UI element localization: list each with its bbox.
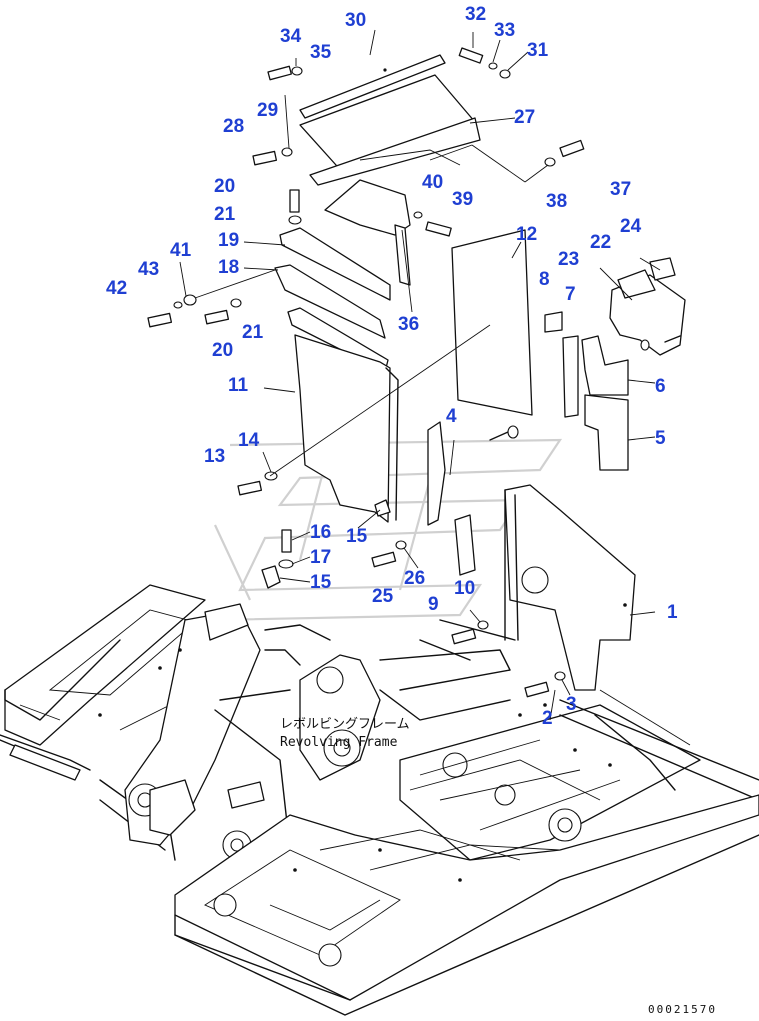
callout-36: 36: [398, 314, 419, 335]
callouts: 30 34 35 32 33 31 27 28 29 37 38 20 21 4…: [106, 4, 678, 729]
callout-32: 32: [465, 4, 486, 25]
callout-34: 34: [280, 26, 302, 47]
callout-13: 13: [204, 446, 225, 467]
callout-41: 41: [170, 240, 192, 261]
part-7-strip: [562, 335, 579, 418]
callout-35: 35: [310, 42, 332, 63]
callout-33: 33: [494, 20, 515, 41]
callout-6: 6: [655, 376, 666, 397]
callout-7: 7: [565, 284, 576, 305]
callout-9: 9: [428, 594, 439, 615]
frame-label-en: Revolving Frame: [280, 735, 398, 750]
callout-15-upper: 15: [346, 526, 368, 547]
callout-39: 39: [452, 189, 473, 210]
part-27-plate: [309, 117, 481, 186]
callout-3: 3: [566, 694, 577, 715]
callout-27: 27: [514, 107, 535, 128]
callout-25: 25: [372, 586, 394, 607]
callout-30: 30: [345, 10, 366, 31]
callout-18: 18: [218, 257, 239, 278]
callout-15-lower: 15: [310, 572, 332, 593]
callout-28: 28: [223, 116, 244, 137]
callout-29: 29: [257, 100, 278, 121]
callout-37: 37: [610, 179, 631, 200]
callout-14: 14: [238, 430, 260, 451]
callout-20-top: 20: [214, 176, 235, 197]
part-26-angle: [454, 514, 476, 576]
revolving-frame: [0, 584, 759, 1016]
callout-2: 2: [542, 708, 553, 729]
callout-43: 43: [138, 259, 159, 280]
callout-16: 16: [310, 522, 331, 543]
part-22-plate: [617, 269, 656, 299]
part-40-bracket: [324, 179, 411, 286]
part-12-seal: [451, 229, 533, 416]
callout-40: 40: [422, 172, 443, 193]
callout-31: 31: [527, 40, 549, 61]
part-11-edge: [385, 367, 399, 521]
part-1-panel: [504, 484, 636, 691]
fasteners: [147, 47, 681, 698]
callout-19: 19: [218, 230, 239, 251]
callout-23: 23: [558, 249, 579, 270]
part-24-clip: [649, 257, 676, 281]
part-19-strip: [279, 227, 391, 301]
callout-11: 11: [228, 375, 249, 396]
callout-21-bottom: 21: [242, 322, 264, 343]
frame-bolt-dots: [98, 648, 612, 882]
part-4-strip: [427, 421, 446, 526]
callout-5: 5: [655, 428, 666, 449]
callout-20-bottom: 20: [212, 340, 233, 361]
callout-42: 42: [106, 278, 127, 299]
callout-10: 10: [454, 578, 475, 599]
callout-22: 22: [590, 232, 611, 253]
callout-17: 17: [310, 547, 331, 568]
callout-12: 12: [516, 224, 537, 245]
callout-21-top: 21: [214, 204, 236, 225]
part-18-bar: [274, 264, 386, 339]
part-6-rubber: [581, 335, 629, 396]
leader-lines: [179, 29, 661, 721]
callout-4: 4: [446, 406, 457, 427]
frame-label-jp: レボルビングフレーム: [280, 717, 410, 732]
callout-26: 26: [404, 568, 425, 589]
callout-24: 24: [620, 216, 642, 237]
drawing-code: 00021570: [648, 1003, 717, 1016]
callout-1: 1: [667, 602, 678, 623]
part-5-rubber: [584, 394, 629, 471]
callout-38: 38: [546, 191, 567, 212]
part-11-panel: [294, 334, 391, 523]
callout-8: 8: [539, 269, 550, 290]
part-8-block: [544, 311, 563, 333]
